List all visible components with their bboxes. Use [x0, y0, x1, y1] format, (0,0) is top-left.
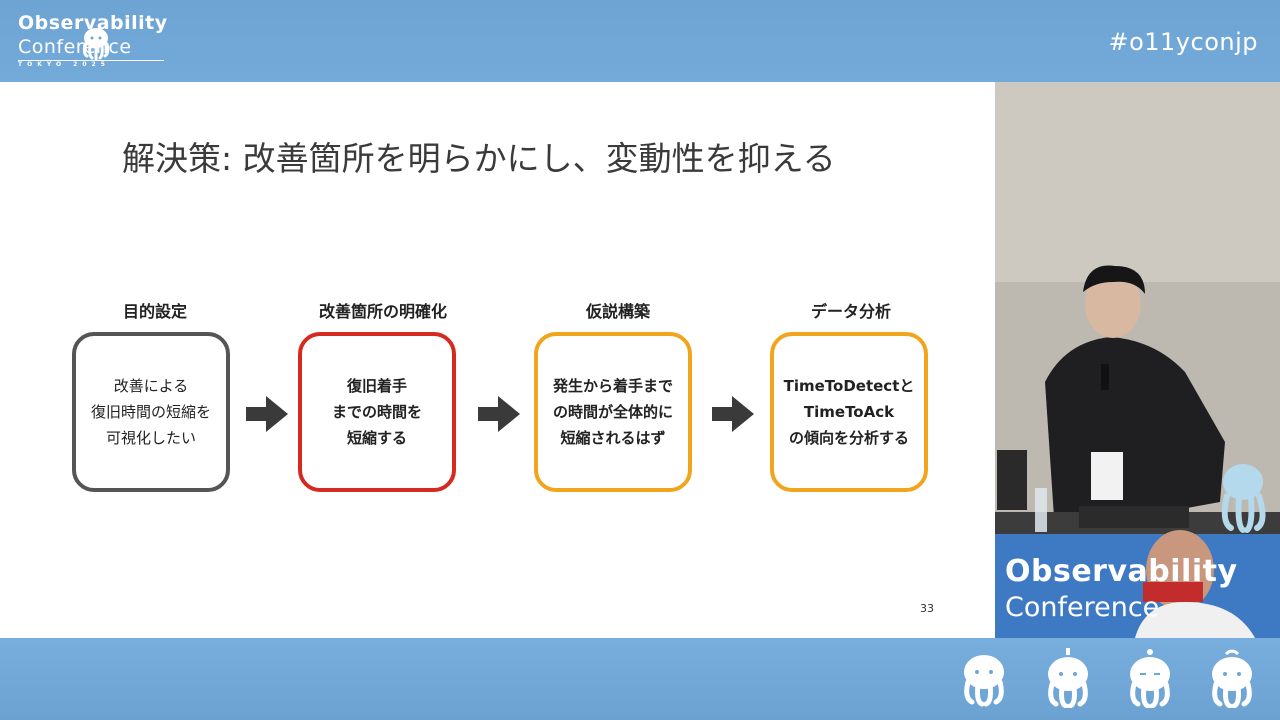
speaker-figure	[995, 82, 1280, 638]
octopus-mascot-icon	[964, 655, 1004, 707]
arrow-right-icon	[478, 396, 520, 432]
top-banner	[0, 0, 1280, 82]
octopus-mascot-surprised-icon	[1048, 648, 1088, 708]
step-3-label: 仮説構築	[585, 302, 650, 321]
hashtag: #o11yconjp	[1108, 28, 1258, 56]
conference-logo: Observability Conference TOKYO 2025	[16, 10, 168, 72]
step-1-box: 改善による 復旧時間の短縮を 可視化したい	[72, 332, 230, 492]
step-2-label: 改善箇所の明確化	[318, 302, 447, 321]
step-2-box: 復旧着手 までの時間を 短縮する	[298, 332, 456, 492]
page-number: 33	[920, 602, 934, 615]
presentation-slide: 解決策: 改善箇所を明らかにし、変動性を抑える 目的設定 改善による 復旧時間の…	[0, 82, 995, 638]
booth-logo-line-1: Observability	[1005, 554, 1238, 589]
arrow-right-icon	[246, 396, 288, 432]
step-4-label: データ分析	[810, 302, 891, 321]
logo-line-1: Observability	[18, 12, 168, 34]
speaker-video: Observability Conference	[995, 82, 1280, 638]
step-4-box: TimeToDetectと TimeToAck の傾向を分析する	[770, 332, 928, 492]
slide-title: 解決策: 改善箇所を明らかにし、変動性を抑える	[122, 139, 836, 178]
octopus-mascot-worried-icon	[1212, 649, 1252, 708]
arrow-right-icon	[712, 396, 754, 432]
booth-logo-line-2: Conference	[1005, 592, 1160, 623]
logo-line-2: Conference	[18, 36, 132, 58]
logo-line-3: TOKYO 2025	[18, 60, 164, 68]
step-1-label: 目的設定	[122, 302, 187, 321]
step-3-box: 発生から着手まで の時間が全体的に 短縮されるはず	[534, 332, 692, 492]
mascot-row	[964, 648, 1252, 708]
octopus-mascot-thinking-icon	[1130, 649, 1170, 708]
octopus-mascot-icon	[82, 28, 110, 60]
